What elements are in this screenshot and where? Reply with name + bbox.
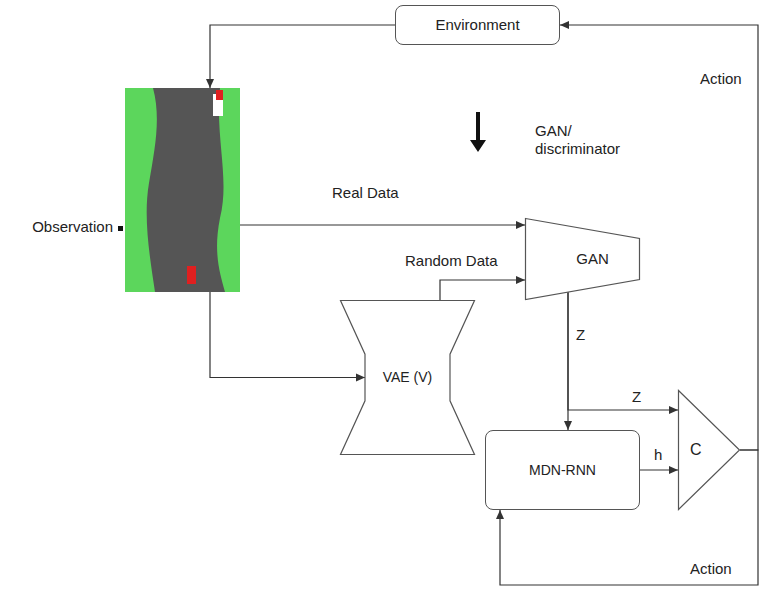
process-box: MDN-RNN [485,430,640,510]
edge-label: h [652,446,664,464]
discriminator-arrow [470,112,486,152]
controller-triangle: C [678,390,740,510]
node-label: MDN-RNN [529,462,596,479]
connector-arrow [210,292,365,378]
node-label: C [690,440,702,459]
edge-label: Random Data [403,252,500,270]
edge-label: Z [574,326,587,344]
vae-block: VAE (V) [340,300,475,455]
gan-block: GAN [525,218,640,300]
connector-arrow [440,280,525,300]
image-outline [125,88,240,292]
connector-arrow [640,469,678,470]
tri-outline [678,390,740,510]
connector-arrow [568,292,678,410]
node-label: GAN [576,250,609,268]
process-box: Environment [395,5,560,45]
node-label: Environment [435,16,519,34]
connector-arrow [210,25,395,88]
connector-arrow [240,224,525,225]
node-label: VAE (V) [383,369,433,386]
edge-label: Real Data [330,184,401,202]
observation-tick [118,226,123,231]
edge-label: Z [630,388,643,406]
edge-label: Action [688,560,734,578]
observation-label: Observation [32,218,113,236]
edge-label: Action [698,70,744,88]
observation-frame: Observation [125,88,240,292]
annotation-label: GAN/ discriminator [533,122,637,158]
